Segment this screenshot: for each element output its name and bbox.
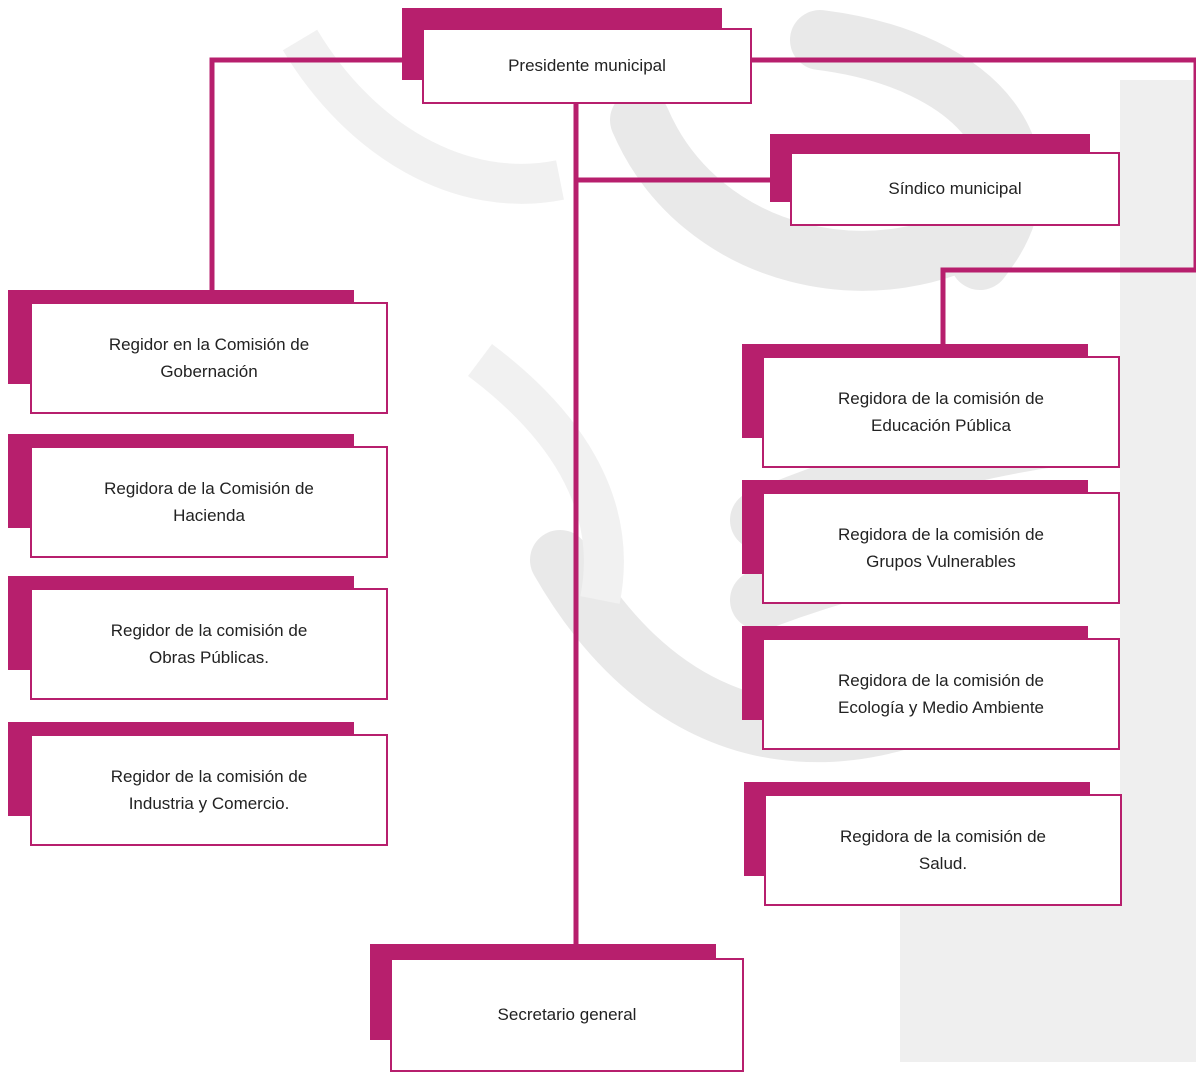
node-box: Regidora de la comisión de Educación Púb… <box>762 356 1120 468</box>
node-regidora-grupos-vulnerables: Regidora de la comisión de Grupos Vulner… <box>742 480 1120 604</box>
node-presidente-municipal: Presidente municipal <box>402 8 752 104</box>
node-box: Regidora de la comisión de Salud. <box>764 794 1122 906</box>
node-regidora-educacion-publica: Regidora de la comisión de Educación Púb… <box>742 344 1120 468</box>
node-label: Presidente municipal <box>508 56 666 76</box>
node-regidora-salud: Regidora de la comisión de Salud. <box>744 782 1122 906</box>
node-box: Regidor en la Comisión de Gobernación <box>30 302 388 414</box>
node-label: Regidora de la comisión de Ecología y Me… <box>837 670 1044 717</box>
node-box: Síndico municipal <box>790 152 1120 226</box>
node-sindico-municipal: Síndico municipal <box>770 134 1120 226</box>
node-box: Regidora de la comisión de Grupos Vulner… <box>762 492 1120 604</box>
node-box: Regidor de la comisión de Obras Públicas… <box>30 588 388 700</box>
node-box: Regidor de la comisión de Industria y Co… <box>30 734 388 846</box>
node-label: Regidor en la Comisión de Gobernación <box>108 334 310 381</box>
node-label: Regidora de la Comisión de Hacienda <box>104 478 314 525</box>
node-label: Regidora de la comisión de Educación Púb… <box>837 388 1044 435</box>
connector-president-right <box>750 57 1196 346</box>
node-secretario-general: Secretario general <box>370 944 744 1072</box>
node-box: Secretario general <box>390 958 744 1072</box>
node-regidor-industria-comercio: Regidor de la comisión de Industria y Co… <box>8 722 388 846</box>
node-regidora-hacienda: Regidora de la Comisión de Hacienda <box>8 434 388 558</box>
node-box: Regidora de la Comisión de Hacienda <box>30 446 388 558</box>
node-box: Presidente municipal <box>422 28 752 104</box>
node-label: Secretario general <box>497 1005 637 1025</box>
node-label: Regidor de la comisión de Industria y Co… <box>110 766 308 813</box>
node-box: Regidora de la comisión de Ecología y Me… <box>762 638 1120 750</box>
node-label: Regidora de la comisión de Grupos Vulner… <box>837 524 1044 571</box>
node-regidor-obras-publicas: Regidor de la comisión de Obras Públicas… <box>8 576 388 700</box>
node-regidora-ecologia-medio-ambiente: Regidora de la comisión de Ecología y Me… <box>742 626 1120 750</box>
node-label: Síndico municipal <box>888 179 1022 199</box>
node-label: Regidor de la comisión de Obras Públicas… <box>110 620 308 667</box>
node-label: Regidora de la comisión de Salud. <box>839 826 1046 873</box>
connector-president-left <box>209 57 402 292</box>
node-regidor-gobernacion: Regidor en la Comisión de Gobernación <box>8 290 388 414</box>
